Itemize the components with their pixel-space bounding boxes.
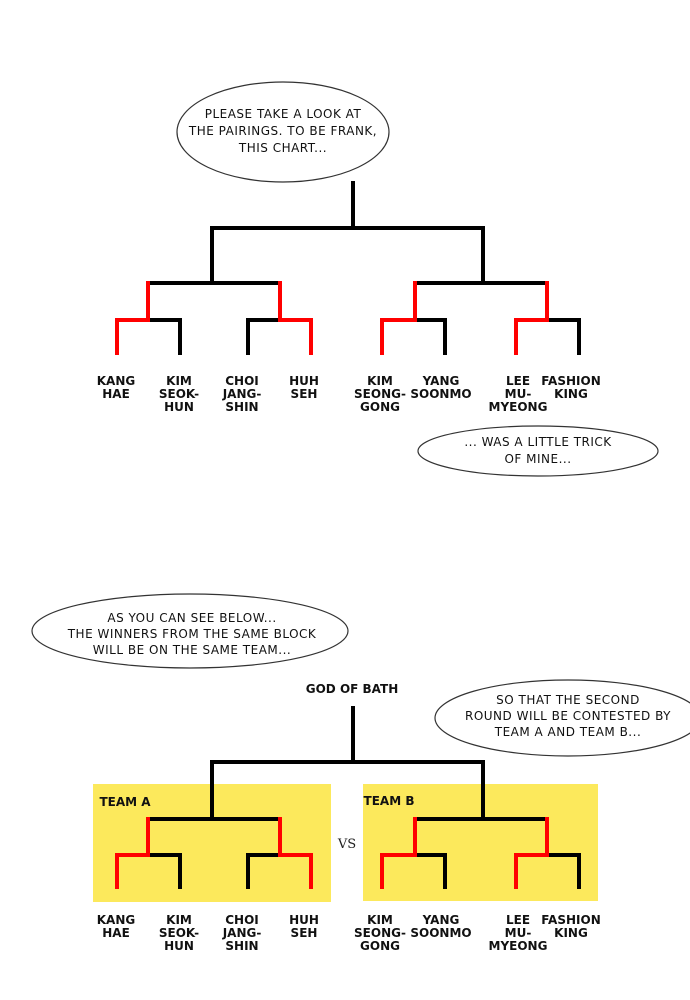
speech-bubble-same-block: AS YOU CAN SEE BELOW... THE WINNERS FROM… xyxy=(31,593,349,669)
tournament-bracket xyxy=(115,706,581,889)
participant-name: GONG xyxy=(360,939,400,953)
team-b-box xyxy=(363,784,598,901)
participant-name: LEE xyxy=(506,913,530,927)
participant-name: FASHION xyxy=(541,374,601,388)
participant-name: KANG xyxy=(97,913,135,927)
vs-label: VS xyxy=(337,837,356,852)
participant-name: SEH xyxy=(291,387,318,401)
participant-name: SEONG- xyxy=(354,387,406,401)
participant-name: HUH xyxy=(289,374,319,388)
bubble-line: AS YOU CAN SEE BELOW... xyxy=(107,611,276,625)
participant-name: SEONG- xyxy=(354,926,406,940)
participant-name: KANG xyxy=(97,374,135,388)
participant-name: YANG xyxy=(422,913,460,927)
participant-name: HAE xyxy=(102,387,130,401)
team-b-label: TEAM B xyxy=(364,794,415,808)
participant-name: MYEONG xyxy=(489,400,548,414)
team-a-label: TEAM A xyxy=(99,795,151,809)
participant-name: SEH xyxy=(291,926,318,940)
bubble-line: THE PAIRINGS. TO BE FRANK, xyxy=(188,124,377,138)
final-title: GOD OF BATH xyxy=(306,682,399,696)
participant-name: LEE xyxy=(506,374,530,388)
participant-name: GONG xyxy=(360,400,400,414)
participant-name: SHIN xyxy=(225,939,258,953)
participant-name: HUN xyxy=(164,400,194,414)
participant-name: MYEONG xyxy=(489,939,548,953)
participant-name: SOONMO xyxy=(410,926,471,940)
participant-name: JANG- xyxy=(222,926,262,940)
bubble-line: THIS CHART... xyxy=(238,141,327,155)
participant-name: SHIN xyxy=(225,400,258,414)
participant-name: CHOI xyxy=(225,913,259,927)
participant-name: CHOI xyxy=(225,374,259,388)
bubble-line: WILL BE ON THE SAME TEAM... xyxy=(93,643,291,657)
participant-name: KING xyxy=(554,926,588,940)
bubble-line: PLEASE TAKE A LOOK AT xyxy=(205,107,362,121)
participant-name: SEOK- xyxy=(159,926,199,940)
participant-name: KING xyxy=(554,387,588,401)
participant-name: FASHION xyxy=(541,913,601,927)
participant-name: KIM xyxy=(367,913,393,927)
bubble-line: TEAM A AND TEAM B... xyxy=(494,725,642,739)
speech-bubble-top: PLEASE TAKE A LOOK AT THE PAIRINGS. TO B… xyxy=(176,81,390,183)
participant-name: MU- xyxy=(505,387,532,401)
participant-name: HUH xyxy=(289,913,319,927)
speech-bubble-trick: ... WAS A LITTLE TRICK OF MINE... xyxy=(417,425,659,477)
participant-name: MU- xyxy=(505,926,532,940)
speech-bubble-second-round: SO THAT THE SECOND ROUND WILL BE CONTEST… xyxy=(434,679,690,757)
bubble-line: SO THAT THE SECOND xyxy=(496,693,640,707)
participant-name: KIM xyxy=(166,374,192,388)
participant-name: HUN xyxy=(164,939,194,953)
participant-name: KIM xyxy=(367,374,393,388)
participant-name: SOONMO xyxy=(410,387,471,401)
bubble-line: ... WAS A LITTLE TRICK xyxy=(464,435,612,449)
bubble-line: THE WINNERS FROM THE SAME BLOCK xyxy=(67,627,317,641)
participant-name: YANG xyxy=(422,374,460,388)
participant-name: HAE xyxy=(102,926,130,940)
bubble-line: ROUND WILL BE CONTESTED BY xyxy=(465,709,671,723)
participant-name: KIM xyxy=(166,913,192,927)
participant-name: JANG- xyxy=(222,387,262,401)
tournament-bracket xyxy=(115,181,581,355)
bubble-line: OF MINE... xyxy=(504,452,571,466)
participant-name: SEOK- xyxy=(159,387,199,401)
